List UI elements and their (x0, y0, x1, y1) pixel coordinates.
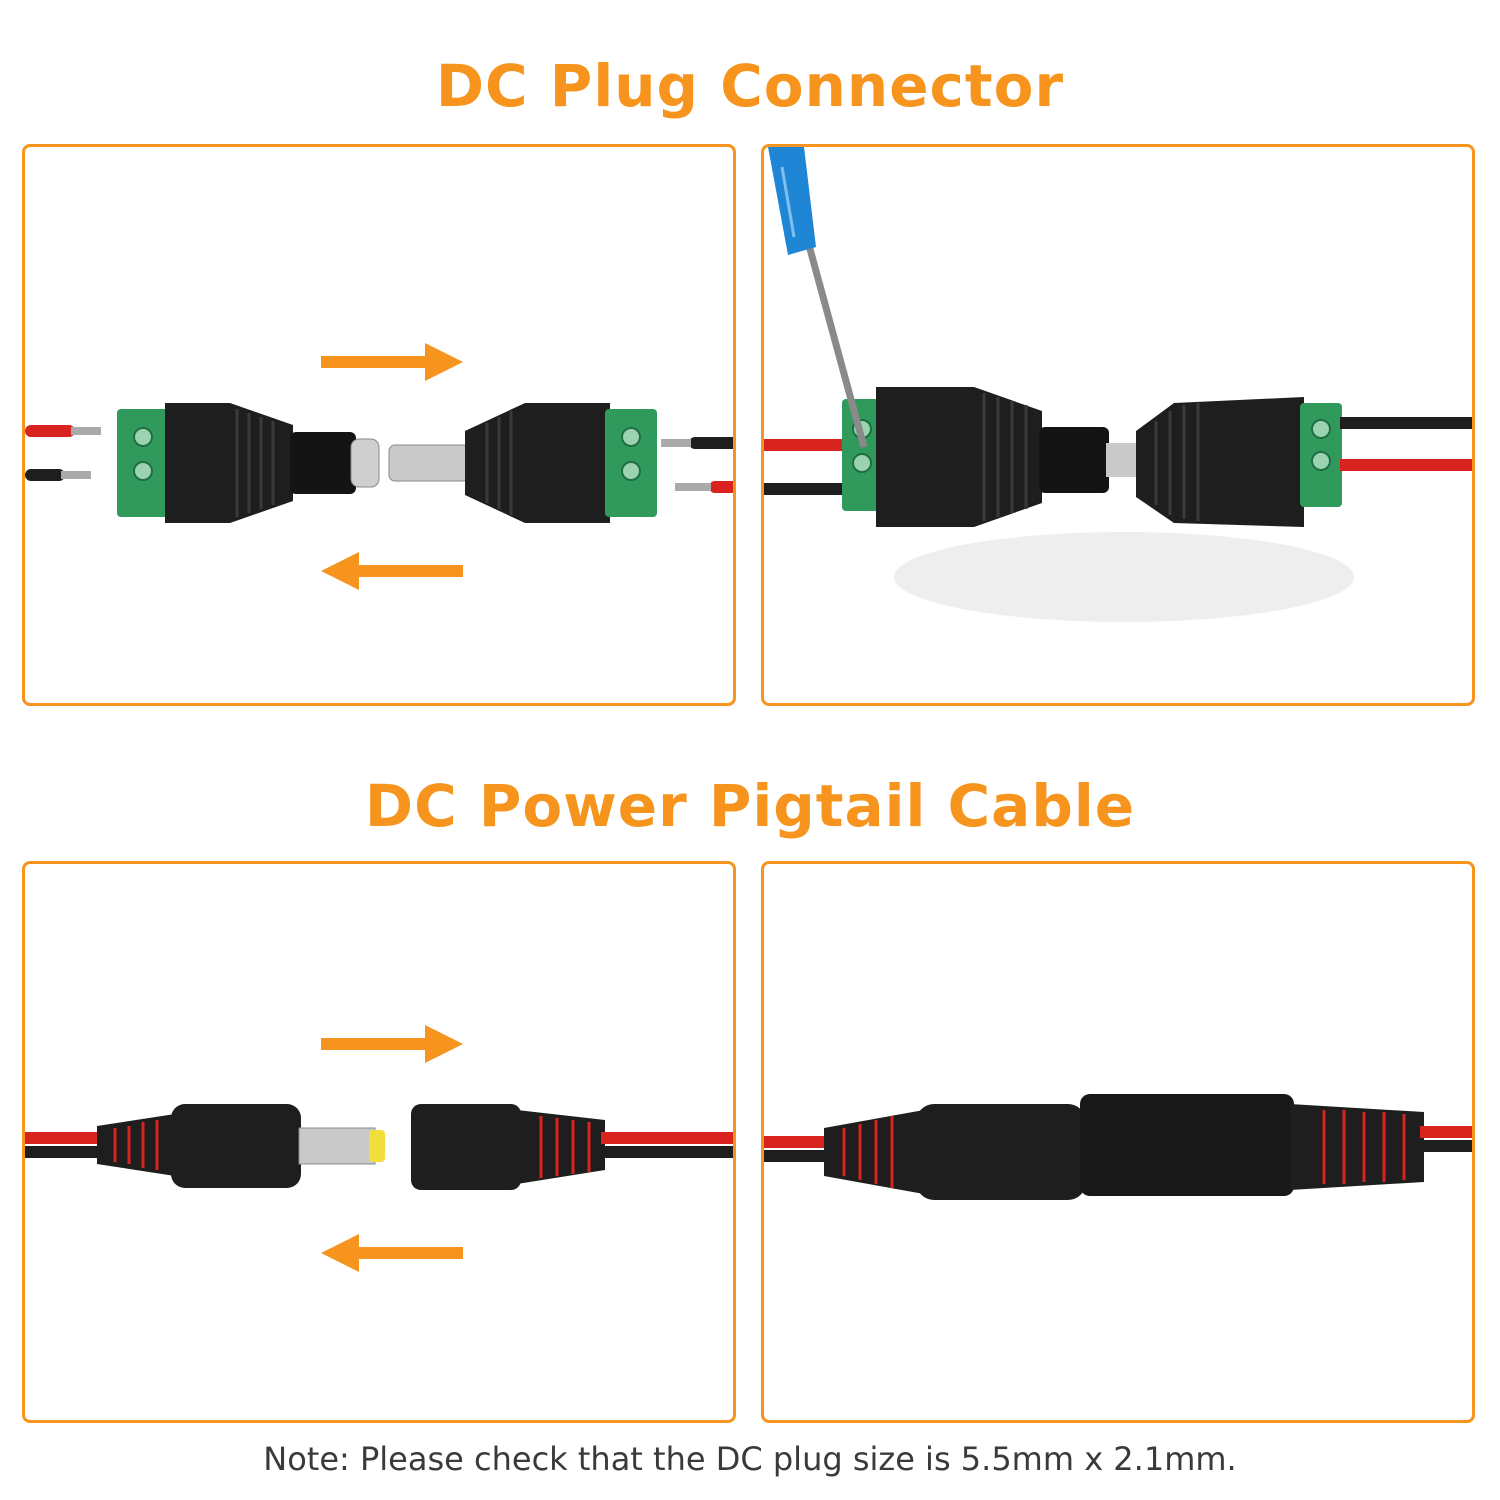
male-pin (388, 444, 470, 482)
arrow-right-icon (321, 343, 463, 381)
screw-icon (133, 427, 153, 447)
screw-icon (621, 427, 641, 447)
screw-icon (133, 461, 153, 481)
black-wire (25, 469, 65, 481)
screw-icon (621, 461, 641, 481)
black-wire (1420, 1140, 1472, 1152)
connector-body (465, 403, 610, 523)
black-wire (764, 483, 854, 495)
connector-body (876, 387, 1042, 527)
black-wire (1340, 417, 1472, 429)
strain-relief (517, 1110, 605, 1184)
red-wire (1340, 459, 1472, 471)
screw-icon (1311, 451, 1331, 471)
red-wire (25, 425, 75, 437)
wire-strand (675, 483, 711, 491)
panel-plug-connector-connected (761, 144, 1475, 706)
male-plug-housing (171, 1104, 301, 1188)
male-pin (1106, 443, 1140, 477)
pin-tip (369, 1130, 385, 1162)
wire-strand (61, 471, 91, 479)
plug-size-note: Note: Please check that the DC plug size… (263, 1440, 1237, 1478)
wire-strand (661, 439, 691, 447)
shadow (894, 532, 1354, 622)
panel-plug-connector-separated (22, 144, 736, 706)
plug-connector-connected-illustration (764, 147, 1472, 622)
heading-dc-power-pigtail-cable: DC Power Pigtail Cable (364, 772, 1136, 840)
barrel-tip (350, 438, 380, 488)
red-wire (25, 1132, 115, 1144)
connector-body (1136, 397, 1304, 527)
red-wire (764, 439, 854, 451)
pigtail-separated-illustration (25, 1025, 733, 1272)
arrow-right-icon (321, 1025, 463, 1063)
screwdriver-icon (768, 147, 868, 448)
red-wire (709, 481, 733, 493)
wire-strand (71, 427, 101, 435)
strain-relief (824, 1110, 924, 1194)
screw-icon (1311, 419, 1331, 439)
red-wire (601, 1132, 733, 1144)
black-wire (689, 437, 733, 449)
female-jack-housing (411, 1104, 521, 1190)
female-barrel (1039, 427, 1109, 493)
female-barrel (290, 432, 356, 494)
female-jack-housing (1080, 1094, 1294, 1196)
panel-pigtail-connected (761, 861, 1475, 1423)
red-wire (1420, 1126, 1472, 1138)
screw-icon (852, 453, 872, 473)
strain-relief (97, 1114, 175, 1176)
heading-dc-plug-connector: DC Plug Connector (435, 52, 1065, 120)
arrow-left-icon (321, 552, 463, 590)
black-wire (25, 1146, 115, 1158)
arrow-left-icon (321, 1234, 463, 1272)
panel-pigtail-separated (22, 861, 736, 1423)
male-pin (298, 1127, 376, 1165)
black-wire (601, 1146, 733, 1158)
plug-connector-separated-illustration (25, 343, 733, 590)
male-plug-housing (916, 1104, 1086, 1200)
pigtail-connected-illustration (764, 1094, 1472, 1200)
